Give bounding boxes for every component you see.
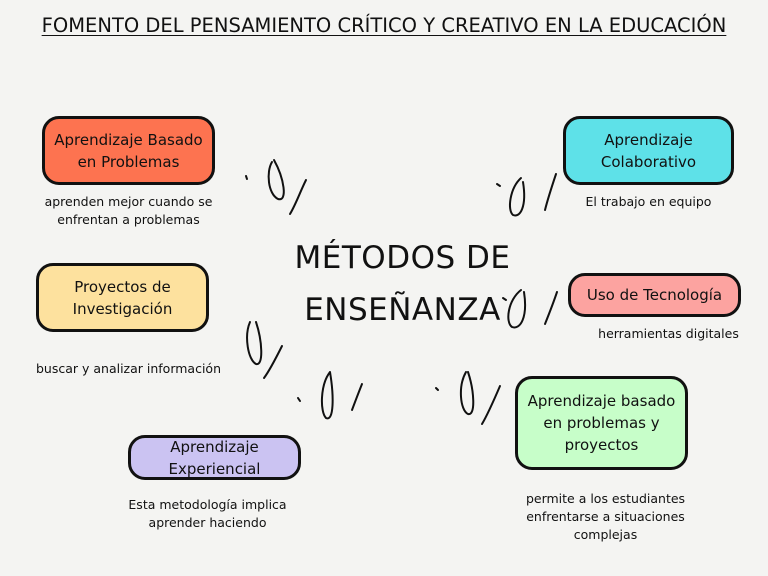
diagram-title: FOMENTO DEL PENSAMIENTO CRÍTICO Y CREATI… bbox=[41, 14, 727, 37]
node-label: Proyectos de Investigación bbox=[72, 277, 173, 318]
node-uso-de-tecnologia: Uso de Tecnología bbox=[568, 273, 741, 317]
node-label: Uso de Tecnología bbox=[586, 286, 723, 304]
node-description: aprenden mejor cuando se enfrentan a pro… bbox=[44, 194, 213, 227]
node-aprendizaje-colaborativo: Aprendizaje Colaborativo bbox=[563, 116, 734, 185]
node-description: herramientas digitales bbox=[598, 326, 739, 341]
central-topic: MÉTODOS DE ENSEÑANZA bbox=[260, 232, 545, 336]
node-aprendizaje-experiencial: Aprendizaje Experiencial bbox=[128, 435, 301, 480]
node-aprendizaje-basado-en-problemas-y-proyectos: Aprendizaje basado en problemas y proyec… bbox=[515, 376, 688, 470]
node-label: Aprendizaje Experiencial bbox=[168, 437, 261, 478]
node-description: buscar y analizar información bbox=[35, 361, 222, 376]
node-label: Aprendizaje basado en problemas y proyec… bbox=[527, 392, 676, 454]
central-topic-line-2: ENSEÑANZA bbox=[304, 292, 501, 328]
node-proyectos-de-investigacion: Proyectos de Investigación bbox=[36, 263, 209, 332]
node-label: Aprendizaje Basado en Problemas bbox=[54, 130, 203, 171]
node-label: Aprendizaje Colaborativo bbox=[600, 130, 697, 171]
node-description: El trabajo en equipo bbox=[585, 194, 712, 209]
central-topic-line-1: MÉTODOS DE bbox=[294, 240, 511, 276]
node-description: Esta metodología implica aprender hacien… bbox=[128, 497, 287, 530]
node-description: permite a los estudiantes enfrentarse a … bbox=[525, 491, 686, 542]
node-aprendizaje-basado-en-problemas: Aprendizaje Basado en Problemas bbox=[42, 116, 215, 185]
